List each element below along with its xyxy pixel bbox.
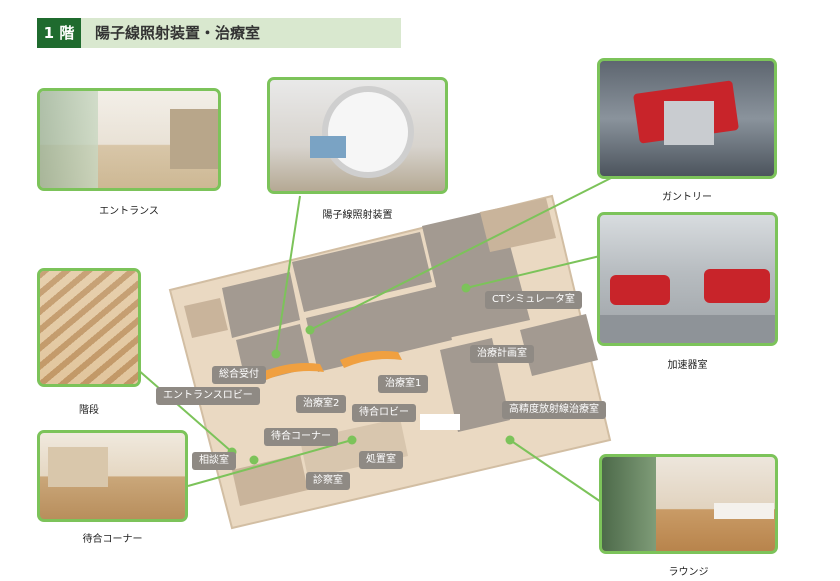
photo-lounge	[599, 454, 778, 554]
photo-entrance	[37, 88, 221, 191]
treatment-bed	[262, 363, 324, 380]
map-label-ct-simulator: CTシミュレータ室	[485, 291, 582, 309]
caption-gantry: ガントリー	[662, 192, 712, 203]
map-label-reception: 総合受付	[212, 366, 266, 384]
treatment-bed	[340, 351, 402, 368]
map-label-treatment-planning: 治療計画室	[470, 345, 534, 363]
floor-badge: 1 階	[37, 18, 81, 48]
caption-lounge: ラウンジ	[668, 567, 709, 578]
room-block	[292, 232, 432, 312]
photo-irradiation-device	[267, 77, 448, 194]
room-block	[232, 454, 308, 506]
room-block	[520, 314, 598, 376]
map-label-waiting-corner: 待合コーナー	[264, 428, 338, 446]
map-label-treatment-room-2: 治療室2	[296, 395, 347, 413]
caption-accelerator-room: 加速器室	[667, 360, 708, 371]
map-label-consultation: 相談室	[192, 452, 236, 470]
map-label-precision-radiotherapy: 高精度放射線治療室	[502, 401, 606, 419]
restroom-sign	[420, 414, 460, 430]
map-label-treatment-room-1: 治療室1	[378, 375, 429, 393]
photo-stairs	[37, 268, 141, 387]
map-label-waiting-lobby: 待合ロビー	[352, 404, 416, 422]
room-block	[306, 286, 452, 372]
room-block	[300, 418, 408, 478]
page-header: 1 階 陽子線照射装置・治療室	[37, 18, 401, 48]
caption-entrance: エントランス	[99, 206, 159, 217]
caption-waiting-corner: 待合コーナー	[82, 534, 143, 545]
map-label-examination: 診察室	[306, 472, 350, 490]
photo-gantry	[597, 58, 777, 179]
caption-irradiation-device: 陽子線照射装置	[322, 210, 393, 221]
caption-stairs: 階段	[79, 405, 99, 416]
map-label-treatment-procedure: 処置室	[359, 451, 403, 469]
page-title: 陽子線照射装置・治療室	[95, 24, 261, 42]
room-block	[184, 298, 228, 338]
photo-accelerator-room	[597, 212, 778, 346]
photo-waiting-corner	[37, 430, 188, 522]
map-label-entrance-lobby: エントランスロビー	[156, 387, 260, 405]
